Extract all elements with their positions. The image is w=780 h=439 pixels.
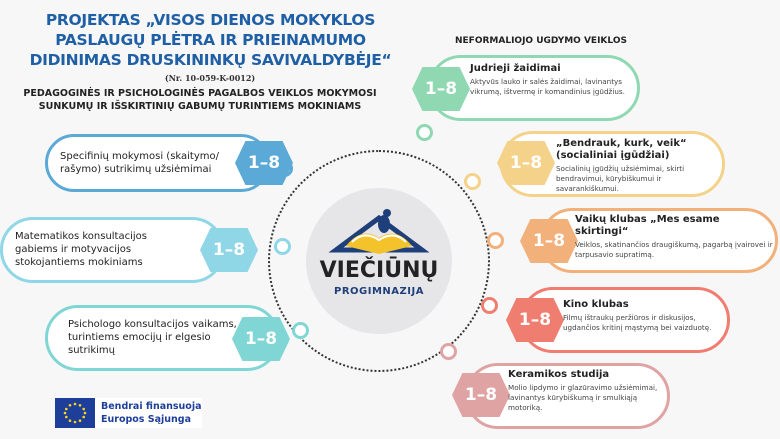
connector-dot [292,322,309,339]
activity-desc: Molio lipdymo ir glazūravimo užsiėmimai,… [508,383,658,412]
connector-dot [481,297,498,314]
left-card-3-text: Psichologo konsultacijos vaikams, turint… [68,319,237,356]
left-card-1-text: Specifinių mokymosi (skaitymo/ rašymo) s… [60,151,219,175]
school-name: VIEČIŪNŲ [319,258,439,283]
grade-badge: 1–8 [452,373,510,417]
grade-badge: 1–8 [506,298,564,342]
page-title: PROJEKTAS „VISOS DIENOS MOKYKLOS PASLAUG… [29,11,392,69]
school-logo-circle [306,188,452,334]
left-heading: PEDAGOGINĖS IR PSICHOLOGINĖS PAGALBOS VE… [23,88,377,112]
grade-badge: 1–8 [235,141,293,185]
eu-line-1: Bendrai finansuoja [101,401,202,412]
book-bird-icon [328,209,430,254]
school-type: PROGIMNAZIJA [334,286,424,297]
left-card-2 [0,217,225,283]
activity-title: Judrieji žaidimai [470,63,561,74]
activity-desc: Aktyvūs lauko ir salės žaidimai, lavinan… [470,77,625,96]
grade-badge: 1–8 [497,141,555,185]
grade-badge: 1–8 [412,67,470,111]
activity-desc: Filmų ištraukų peržiūros ir diskusijos, … [563,313,712,332]
connector-dot [416,124,433,141]
grade-badge: 1–8 [520,219,578,263]
activity-title: Vaikų klubas „Mes esame skirtingi“ [575,214,720,237]
right-card-3-text: Vaikų klubas „Mes esame skirtingi“ Veiklo… [575,214,775,260]
connector-dot [487,232,504,249]
connector-dot [464,173,481,190]
right-card-2-text: „Bendrauk, kurk, veik“ (socialiniai įgūd… [556,138,721,194]
grade-badge: 1–8 [232,317,290,361]
right-card-3 [540,208,778,273]
activity-title: Keramikos studija [508,369,610,380]
grade-badge: 1–8 [200,228,258,272]
eu-flag-icon [55,398,95,428]
right-card-1 [428,55,640,121]
activity-desc: Veiklos, skatinančios draugiškumą, pagar… [575,240,773,259]
activity-title: „Bendrauk, kurk, veik“ (socialiniai įgūd… [556,138,687,161]
connector-dot [274,238,291,255]
connector-dot [440,343,457,360]
project-number: (Nr. 10-059-K-0012) [164,73,256,83]
activity-title: Kino klubas [563,299,629,310]
activity-desc: Socialinių įgūdžių užsiėmimai, skirti be… [556,164,685,193]
right-heading: NEFORMALIOJO UGDYMO VEIKLOS [455,36,627,46]
left-card-1 [45,134,270,192]
eu-line-2: Europos Sąjunga [101,414,191,425]
left-card-2-text: Matematikos konsultacijos gabiems ir mot… [15,231,147,268]
dotted-ring [268,150,490,372]
